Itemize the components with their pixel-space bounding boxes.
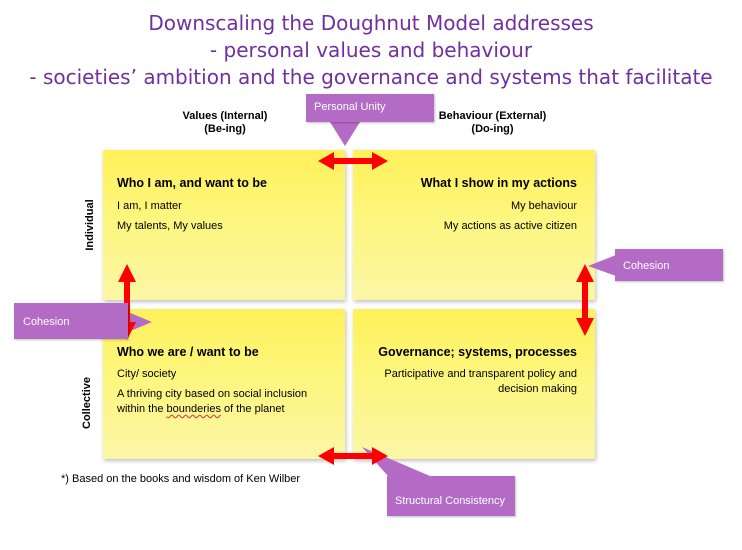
quadrant-bottom-left-line2b: within the bounderies of the planet <box>117 403 285 415</box>
callout-cohesion-right-label: Cohesion <box>623 260 670 272</box>
column-header-values: Values (Internal) (Be-ing) <box>160 110 290 136</box>
row-label-individual: Individual <box>84 199 96 251</box>
quadrant-bottom-left-heading: Who we are / want to be <box>117 345 259 359</box>
quadrant-top-left: Who I am, and want to be I am, I matter … <box>103 150 345 300</box>
quadrant-top-right-line2: My actions as active citizen <box>443 220 577 232</box>
quadrant-bottom-right-line1: Participative and transparent policy and <box>384 368 577 380</box>
callout-cohesion-left: Cohesion <box>14 303 128 339</box>
title-line-2: - personal values and behaviour <box>209 38 533 62</box>
column-header-values-line2: (Be-ing) <box>204 123 246 135</box>
quadrant-bottom-left-line1: City/ society <box>117 368 177 380</box>
quadrant-bottom-left: Who we are / want to be City/ society A … <box>103 309 345 459</box>
column-header-behaviour-line2: (Do-ing) <box>471 123 514 135</box>
footnote: *) Based on the books and wisdom of Ken … <box>61 473 301 485</box>
personal-unity-pointer <box>330 122 360 146</box>
callout-cohesion-right: Cohesion <box>615 249 723 281</box>
quadrant-top-left-line2: My talents, My values <box>117 220 223 232</box>
quadrant-top-right: What I show in my actions My behaviour M… <box>353 150 595 300</box>
quadrant-bottom-right: Governance; systems, processes Participa… <box>353 309 595 459</box>
misspelled-word: bounderies <box>166 403 221 415</box>
callout-cohesion-left-label: Cohesion <box>23 316 70 328</box>
callout-personal-unity-label: Personal Unity <box>314 101 386 113</box>
callout-structural-consistency-label: Structural Consistency <box>395 495 506 507</box>
quadrant-bottom-right-line2: decision making <box>498 383 577 395</box>
column-header-values-line1: Values (Internal) <box>182 110 268 122</box>
callout-structural-consistency: Structural Consistency <box>387 476 515 516</box>
title-line-1: Downscaling the Doughnut Model addresses <box>148 11 594 35</box>
quadrant-top-left-heading: Who I am, and want to be <box>117 176 267 190</box>
column-header-behaviour: Behaviour (External) (Do-ing) <box>420 110 565 136</box>
row-label-collective: Collective <box>81 377 93 429</box>
quadrant-top-right-heading: What I show in my actions <box>420 176 577 190</box>
quadrant-bottom-left-line2b-pre: within the <box>117 403 167 415</box>
quadrant-top-right-line1: My behaviour <box>510 200 577 212</box>
column-header-behaviour-line1: Behaviour (External) <box>438 110 547 122</box>
quadrant-bottom-left-line2b-post: of the planet <box>220 403 285 415</box>
quadrant-top-left-line1: I am, I matter <box>117 200 182 212</box>
title-line-3: - societies’ ambition and the governance… <box>29 65 713 89</box>
quadrant-bottom-left-line2a: A thriving city based on social inclusio… <box>117 388 308 400</box>
quadrant-bottom-right-heading: Governance; systems, processes <box>378 345 577 359</box>
callout-personal-unity: Personal Unity <box>306 94 434 122</box>
